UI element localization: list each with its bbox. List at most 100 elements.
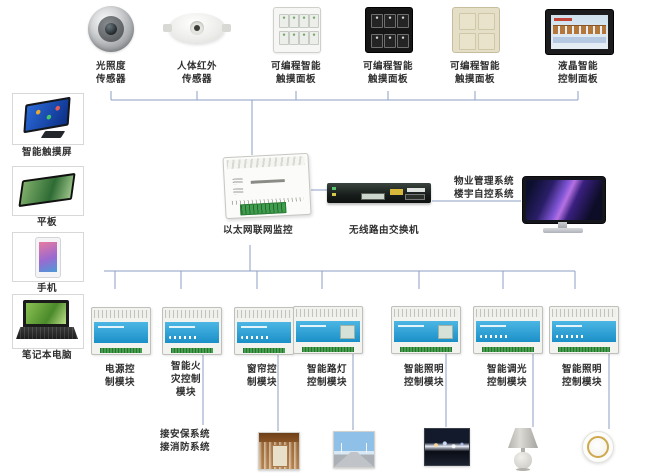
module-din-ridge [476,309,540,317]
touchscreen-stand [40,131,66,138]
monitor-stand [558,222,567,229]
panel-button [289,14,299,28]
lcd-control-panel-image [545,9,614,55]
panel-button [371,14,383,28]
panel-button [279,31,289,45]
module-din-ridge [552,309,616,317]
laptop-screen [23,300,69,327]
module-din-ridge [237,310,291,318]
panel-button [384,14,396,28]
top-bus-ticks [110,91,579,100]
router-led [332,187,336,190]
module-front-text [480,325,506,327]
module-din-ridge [94,310,148,318]
panel-button-grid [459,13,495,50]
tablet-image [12,166,84,216]
lighting-control-module-label: 智能照明 控制模块 [394,363,454,389]
module-front-text [398,325,424,327]
gateway-front-text [250,179,285,184]
module-front-text [241,326,267,328]
module-din-ridge [394,309,458,317]
module-din-ridge [296,309,360,317]
label-line: 智能路灯 [306,364,347,375]
label-line: 灾控制 [170,374,201,385]
label-line: 电源控 [104,364,135,375]
module-front-panel [296,321,360,342]
router-led [332,193,336,196]
wireless-router-image [327,183,431,203]
label-line: 物业管理系统 [453,176,514,187]
touch-panel-white-label: 可编程智能 触摸面板 [256,60,336,86]
label-line: 传感器 [181,74,212,85]
module-front-panel [552,321,616,342]
power-control-module-label: 电源控 制模块 [90,363,150,389]
ethernet-gateway-label: 以太网联网监控 [222,225,293,236]
label-line: 智能照明 [403,364,444,375]
street-photo [333,431,375,468]
lcd-status-row [553,37,606,43]
label-line: 人体红外 [176,61,217,72]
module-front-panel [237,322,291,343]
laptop-keyboard [16,327,78,339]
panel-button [309,31,319,45]
module-indicator-dots [480,335,508,338]
module-front-panel [394,321,458,342]
light-sensor-image [88,6,134,52]
label-line: 制模块 [104,377,135,388]
management-pc-monitor [522,176,606,224]
curtain-valance [259,433,299,442]
lighting-control-module-image [391,306,461,354]
gateway-logo-mark [232,178,243,185]
module-terminal-block [302,347,354,352]
panel-button [478,33,495,50]
label-line: 触摸面板 [454,74,495,85]
label-line: 触摸面板 [275,74,316,85]
label-line: 控制模块 [561,377,602,388]
label-line: 控制模块 [403,377,444,388]
label-line: 传感器 [95,74,126,85]
phone-screen [39,242,57,272]
label-line: 控制模块 [486,377,527,388]
panel-button [384,34,396,48]
panel-button-grid [371,14,409,48]
table-lamp-image [506,428,540,472]
label-line: 可编程智能 [270,61,321,72]
module-front-text [556,325,582,327]
gateway-din-ridge [226,155,305,170]
module-din-ridge [165,310,219,318]
pir-mount-tab [222,24,231,32]
monitor-wallpaper [526,180,602,220]
label-line: 模块 [175,387,196,398]
lighting-control-module-2-image [549,306,619,354]
downlight-gold-ring [587,436,609,458]
panel-button [371,34,383,48]
curtain-control-module-image [234,307,294,355]
lcd-control-panel-label: 液晶智能 控制面板 [538,60,618,86]
panel-button [279,14,289,28]
module-indicator-dots [241,336,269,339]
ethernet-gateway-image [222,152,312,220]
touch-panel-black-label: 可编程智能 触摸面板 [348,60,428,86]
module-terminal-block [243,348,285,353]
label-line: 接安保系统 [159,429,210,440]
panel-button [478,13,495,30]
power-control-module-image [91,307,151,355]
tablet-screen [20,175,74,205]
gateway-logo-mark [233,188,244,195]
router-warning-sticker [390,189,403,195]
touch-panel-beige-label: 可编程智能 触摸面板 [435,60,515,86]
module-lcd [340,325,355,339]
dimming-control-module-image [473,306,543,354]
tablet-label: 平板 [36,217,57,228]
management-system-label: 物业管理系统 楼宇自控系统 [430,175,538,201]
label-line: 可编程智能 [449,61,500,72]
dimming-control-module-label: 智能调光 控制模块 [477,363,537,389]
module-front-text [300,325,326,327]
fire-control-module-image [162,307,222,355]
lcd-button-row [553,25,606,34]
street-lamp-pole [341,443,342,453]
touchscreen-wallpaper [25,99,69,131]
label-line: 光照度 [95,61,126,72]
pir-lens [194,25,200,31]
